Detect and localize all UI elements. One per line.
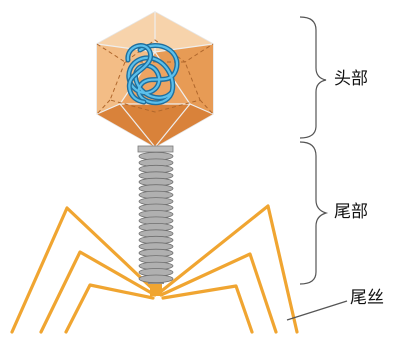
tail-fiber-right-outer xyxy=(159,206,297,332)
tail-fibers-label: 尾丝 xyxy=(350,290,384,307)
baseplate xyxy=(150,282,162,296)
sheath-ring xyxy=(139,275,173,283)
capsid-head xyxy=(97,12,213,147)
tail-fiber-left-outer xyxy=(12,208,157,332)
capsid-face-bottom xyxy=(97,104,213,147)
tail-label: 尾部 xyxy=(334,204,368,221)
tail-sheath xyxy=(139,152,173,284)
head-label: 头部 xyxy=(334,71,368,88)
tail-fiber-right-low xyxy=(163,286,252,332)
tail-fiber-right-inner xyxy=(161,254,276,332)
head-bracket xyxy=(300,17,326,138)
tail-fiber-left-low xyxy=(66,285,153,332)
collar xyxy=(138,146,173,152)
tail-fiber-left-inner xyxy=(41,252,155,332)
tail-bracket xyxy=(300,142,326,284)
tail-fibers-leader xyxy=(287,301,347,320)
